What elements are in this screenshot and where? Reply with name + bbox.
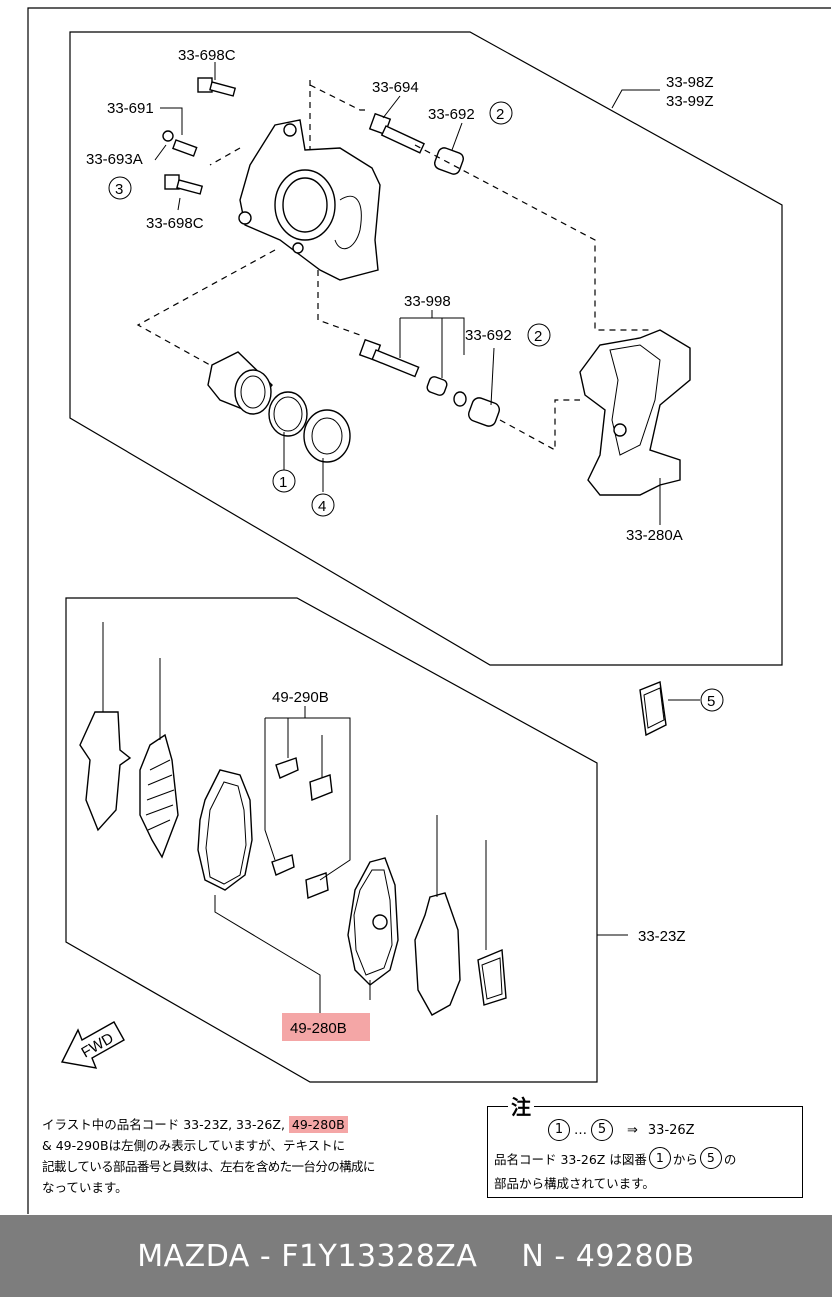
footer-bar: MAZDA - F1Y13328ZA N - 49280B bbox=[0, 1215, 832, 1297]
pad-group-box bbox=[65, 597, 598, 1083]
dash-line bbox=[309, 84, 365, 111]
dash-line bbox=[136, 249, 276, 366]
brake-pad-inner bbox=[347, 857, 399, 986]
row2-suffix: の bbox=[723, 1151, 737, 1167]
row2-prefix: 品名コード 33-26Z は図番 bbox=[494, 1151, 647, 1167]
label-49-290B: 49-290B bbox=[272, 689, 329, 706]
slide-pin-998 bbox=[358, 338, 467, 407]
label-33-692-top: 33-692 bbox=[428, 106, 475, 123]
label-33-694: 33-694 bbox=[372, 79, 419, 96]
dust-boot bbox=[303, 409, 351, 463]
guide-pin-694 bbox=[368, 112, 425, 154]
callout-circle bbox=[108, 176, 132, 200]
page-border bbox=[27, 7, 831, 1214]
note-box-title: 注 bbox=[508, 1091, 534, 1120]
pad-clips bbox=[271, 757, 333, 899]
bolt-698C-top bbox=[197, 77, 237, 97]
brake-pad-outer bbox=[197, 769, 253, 891]
note-box-row2: 品名コード 33-26Z は図番 1 から 5 の bbox=[494, 1147, 736, 1169]
arrow: ⇒ bbox=[627, 1122, 638, 1138]
brake-parts-diagram: FWD 33-698C 33-691 33-693A 3 33-698C 33-… bbox=[27, 7, 831, 1214]
note-box-row1: 1 … 5 ⇒ 33-26Z bbox=[548, 1119, 695, 1141]
row2-mid: から bbox=[672, 1151, 698, 1167]
label-callout-1: 1 bbox=[279, 474, 287, 491]
dash-line bbox=[209, 147, 241, 166]
footer-part-number: MAZDA - F1Y13328ZA bbox=[137, 1238, 478, 1274]
caliper-group-box bbox=[69, 31, 783, 666]
label-33-698C-bottom: 33-698C bbox=[146, 215, 204, 232]
note-line1: イラスト中の品名コード 33-23Z, 33-26Z, bbox=[42, 1117, 289, 1132]
note-box: 注 1 … 5 ⇒ 33-26Z 品名コード 33-26Z は図番 1 から 5… bbox=[487, 1091, 803, 1198]
label-33-23Z: 33-23Z bbox=[638, 928, 686, 945]
circle-5b: 5 bbox=[699, 1147, 722, 1169]
highlight-49-280B bbox=[282, 1013, 370, 1041]
bleeder-screw bbox=[162, 130, 198, 157]
dash-line bbox=[414, 144, 650, 331]
note-line2: & 49-290Bは左側のみ表示していますが、テキストに bbox=[42, 1138, 346, 1153]
leader-lines-lower bbox=[102, 622, 628, 1013]
boot-692-mid bbox=[468, 397, 500, 427]
ellipsis: … bbox=[574, 1122, 587, 1138]
piston bbox=[207, 351, 273, 415]
piston-seal bbox=[268, 391, 308, 437]
callout-circle bbox=[527, 323, 551, 347]
caliper-body bbox=[238, 119, 381, 281]
label-33-280A: 33-280A bbox=[626, 527, 683, 544]
fwd-arrow-icon: FWD bbox=[60, 1021, 125, 1069]
note-text: イラスト中の品名コード 33-23Z, 33-26Z, 49-280B & 49… bbox=[42, 1114, 482, 1198]
bolt-698C-bottom bbox=[164, 174, 204, 195]
callout-circle bbox=[700, 688, 724, 712]
dash-line bbox=[317, 270, 361, 336]
label-33-99Z: 33-99Z bbox=[666, 93, 714, 110]
label-33-998: 33-998 bbox=[404, 293, 451, 310]
code-33-26Z: 33-26Z bbox=[647, 1122, 695, 1138]
label-callout-5: 5 bbox=[707, 693, 715, 710]
note-line3: 記載している部品番号と員数は、左右を含めた一台分の構成に bbox=[42, 1159, 375, 1174]
circle-5: 5 bbox=[591, 1119, 613, 1141]
anti-squeal-shim bbox=[139, 733, 179, 859]
callout-circle bbox=[272, 469, 296, 493]
outer-shim-left bbox=[79, 711, 132, 832]
label-33-692-mid: 33-692 bbox=[465, 327, 512, 344]
note-line4: なっています。 bbox=[42, 1180, 128, 1195]
label-callout-2-top: 2 bbox=[496, 106, 504, 123]
label-33-98Z: 33-98Z bbox=[666, 74, 714, 91]
callout-circle bbox=[489, 101, 513, 125]
label-33-693A: 33-693A bbox=[86, 151, 143, 168]
callout-circle bbox=[311, 493, 335, 517]
label-callout-2-mid: 2 bbox=[534, 328, 542, 345]
footer-catalog-number: N - 49280B bbox=[521, 1238, 695, 1274]
boot-692-top bbox=[434, 147, 464, 175]
shim-part-5 bbox=[639, 681, 667, 737]
label-callout-3: 3 bbox=[115, 181, 123, 198]
shim-small bbox=[477, 948, 507, 1006]
leader-lines-upper bbox=[154, 62, 700, 701]
caliper-bracket bbox=[579, 329, 691, 496]
label-callout-4: 4 bbox=[318, 498, 326, 515]
label-33-698C-top: 33-698C bbox=[178, 47, 236, 64]
inner-shim bbox=[414, 892, 461, 1016]
circle-1: 1 bbox=[548, 1119, 570, 1141]
note-box-row3: 部品から構成されています。 bbox=[494, 1176, 655, 1191]
label-33-691: 33-691 bbox=[107, 100, 154, 117]
dash-line bbox=[499, 399, 580, 452]
label-49-280B: 49-280B bbox=[290, 1020, 347, 1037]
note-highlight-49-280B: 49-280B bbox=[288, 1116, 348, 1133]
circle-1b: 1 bbox=[648, 1147, 671, 1169]
